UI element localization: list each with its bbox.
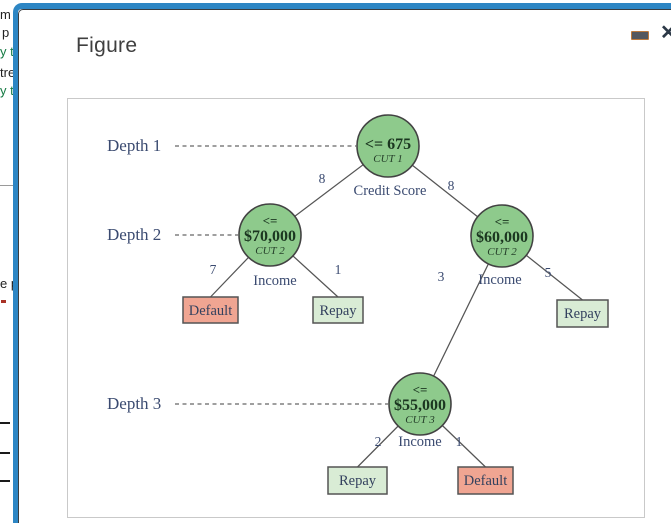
node-feature-label: Income	[253, 273, 296, 289]
node-threshold: <= 675	[365, 136, 411, 153]
node-cut-label: CUT 1	[373, 153, 402, 165]
depth-label: Depth 2	[107, 225, 161, 244]
edge-count-label: 7	[210, 262, 217, 277]
node-cut-label: CUT 3	[405, 414, 435, 426]
tree-node-circle	[238, 203, 302, 267]
leaf-label: Repay	[564, 306, 602, 322]
node-threshold: $70,000	[244, 228, 296, 245]
background-text-fragment: y t	[0, 83, 14, 98]
node-threshold: $60,000	[476, 229, 528, 246]
background-text-fragment: p	[2, 25, 10, 40]
leaf-label: Repay	[339, 473, 377, 489]
leaf-box-default	[182, 296, 239, 324]
background-text-fragment: tre	[0, 65, 16, 80]
background-rule	[0, 452, 10, 454]
tree-node-circle	[356, 114, 420, 178]
depth-label: Depth 3	[107, 394, 161, 413]
background-rule	[0, 480, 10, 482]
edge-count-label: 1	[335, 262, 342, 277]
background-rule	[1, 300, 6, 303]
background-text-fragment: y t	[0, 44, 14, 59]
edge-count-label: 3	[438, 269, 445, 284]
leaf-box-repay	[312, 296, 364, 324]
edge-count-label: 5	[545, 265, 552, 280]
leaf-box-default	[457, 466, 514, 495]
background-text-fragment: m	[0, 7, 11, 22]
leaf-label: Repay	[319, 303, 357, 319]
leaf-label: Default	[189, 303, 232, 319]
node-operator: <=	[495, 214, 510, 229]
edge-count-label: 8	[319, 171, 326, 186]
leaf-label: Default	[464, 473, 507, 489]
node-feature-label: Income	[398, 434, 441, 450]
modal-title: Figure	[76, 34, 138, 57]
node-feature-label: Income	[478, 272, 521, 288]
node-operator: <=	[263, 213, 278, 228]
node-threshold: $55,000	[394, 397, 446, 414]
node-feature-label: Credit Score	[354, 183, 427, 199]
edge-count-label: 1	[456, 434, 463, 449]
tree-node-circle	[388, 372, 452, 436]
background-rule	[0, 422, 10, 424]
minimize-button[interactable]	[631, 31, 649, 40]
edge-count-label: 8	[448, 178, 455, 193]
depth-label: Depth 1	[107, 136, 161, 155]
background-rule	[0, 185, 13, 186]
edge-count-label: 2	[375, 434, 382, 449]
leaf-box-repay	[556, 299, 609, 328]
tree-node-circle	[470, 204, 534, 268]
node-cut-label: CUT 2	[255, 245, 285, 257]
node-operator: <=	[413, 382, 428, 397]
close-icon[interactable]: ✕	[660, 22, 671, 44]
leaf-box-repay	[327, 466, 388, 495]
node-cut-label: CUT 2	[487, 246, 517, 258]
